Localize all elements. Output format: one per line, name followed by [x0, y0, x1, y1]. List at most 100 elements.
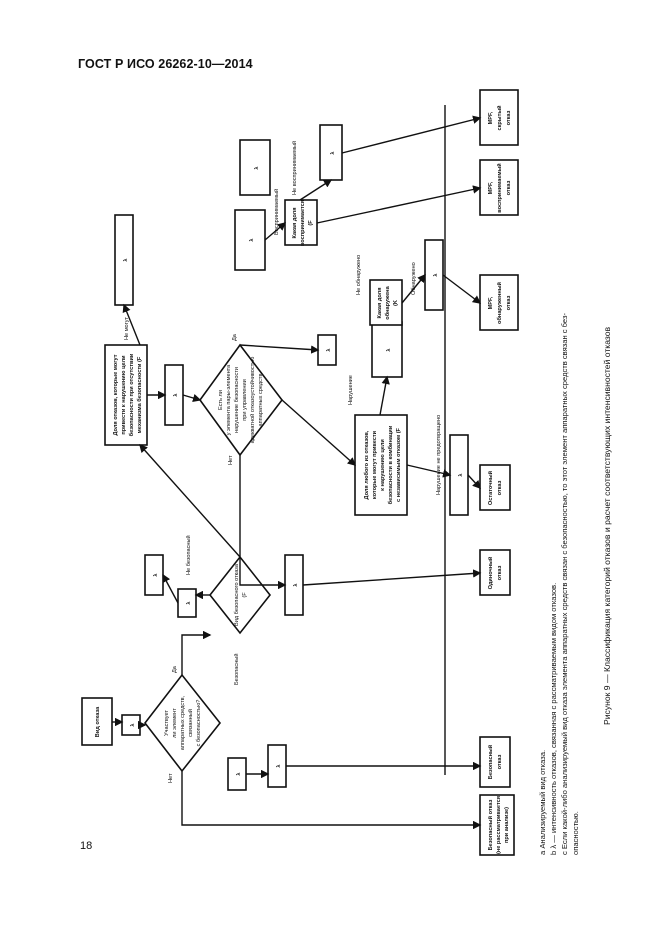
- footnote-c-line1: с Если какой-либо анализируемый вид отка…: [560, 313, 569, 855]
- svg-text:при анализе): при анализе): [504, 807, 510, 843]
- lambda-mpf-d-box: λ: [114, 214, 134, 306]
- svg-text:с независимым отказом (F: с независимым отказом (F: [396, 427, 402, 502]
- edge-label-not-perceived: Не воспринимаемый: [291, 141, 298, 195]
- svg-text:Какая доля: Какая доля: [292, 208, 298, 239]
- svg-text:Есть ли: Есть ли: [218, 390, 224, 410]
- edge-label-yes: Да: [172, 665, 178, 673]
- connectors: [112, 105, 482, 830]
- svg-text:Доля отказов, которые могут: Доля отказов, которые могут: [113, 354, 119, 435]
- svg-text:при управлении: при управлении: [242, 379, 248, 420]
- svg-text:Какая доля: Какая доля: [377, 288, 383, 319]
- mpf-perceive-box: Какая доля воспринимается (F: [284, 199, 318, 246]
- document-header: ГОСТ Р ИСО 26262-10—2014: [78, 57, 253, 71]
- outcome-mpf-perceived: МРF, воспринимаемый отказ: [479, 159, 519, 216]
- page-number: 18: [80, 840, 93, 852]
- svg-text:безопасности в комбинации: безопасности в комбинации: [387, 425, 394, 504]
- svg-text:обнаруженный: обнаруженный: [496, 282, 503, 324]
- svg-text:привести к нарушению цели: привести к нарушению цели: [121, 355, 127, 435]
- svg-text:с безопасностью?: с безопасностью?: [196, 700, 202, 747]
- svg-text:отказ: отказ: [497, 565, 503, 580]
- svg-text:адекватной отказоустойчивостью: адекватной отказоустойчивостью: [249, 357, 256, 444]
- outcome-mpf-detected: МРF, обнаруженный отказ: [479, 274, 519, 331]
- svg-text:(F: (F: [242, 592, 248, 598]
- svg-text:λ: λ: [236, 772, 242, 776]
- svg-text:МРF,: МРF,: [488, 181, 494, 194]
- lambda-mpf-dd-box: λ: [424, 239, 444, 311]
- lambda-nsr-box: λ: [227, 757, 247, 791]
- svg-text:(K: (K: [393, 300, 399, 306]
- svg-text:отказ: отказ: [506, 295, 512, 310]
- svg-text:Вид отказа: Вид отказа: [95, 706, 101, 737]
- outcome-no-effect: Безопасный отказ (не рассматривается при…: [479, 794, 515, 856]
- lambda-spf-box: λ: [284, 554, 304, 616]
- svg-text:λ: λ: [433, 273, 439, 277]
- svg-text:отказ: отказ: [506, 110, 512, 125]
- edge-label-detected: Обнаружено: [411, 262, 417, 295]
- footnote-c-line2: опасностью.: [571, 811, 580, 855]
- rf-residual-box: Доля любого из отказов, которые могут пр…: [354, 414, 408, 516]
- svg-text:λ: λ: [186, 601, 192, 605]
- svg-text:λ: λ: [386, 348, 392, 352]
- svg-text:Безопасный: Безопасный: [487, 744, 494, 779]
- lambda-mpf-pp-box: λ: [239, 139, 271, 196]
- svg-text:обнаружена: обнаружена: [384, 285, 391, 319]
- svg-text:скрытый: скрытый: [496, 105, 503, 131]
- svg-text:нарушение безопасности: нарушение безопасности: [234, 367, 240, 433]
- footnote-b: b λ — интенсивность отказов, связанная с…: [549, 583, 558, 855]
- svg-text:воспринимаемый: воспринимаемый: [496, 163, 503, 213]
- edge-label-violate-no-prevent: Нарушение не предотвращено: [436, 415, 442, 495]
- outcome-safe-fault: Безопасный отказ: [479, 736, 511, 788]
- lambda-box: λ: [121, 714, 141, 736]
- svg-text:λ: λ: [326, 348, 332, 352]
- edge-label-no: Нет: [168, 773, 174, 783]
- lambda-safe-box: λ: [267, 744, 287, 788]
- svg-text:λ: λ: [153, 573, 159, 577]
- svg-text:Безопасный отказ: Безопасный отказ: [487, 799, 494, 850]
- svg-text:воспринимается: воспринимается: [300, 200, 306, 246]
- svg-text:(не рассматривается: (не рассматривается: [496, 796, 502, 854]
- svg-text:которые могут привести: которые могут привести: [372, 430, 378, 499]
- svg-text:отказ: отказ: [506, 180, 512, 195]
- figure-caption: Рисунок 9 — Классификация категорий отка…: [602, 326, 612, 725]
- svg-text:Доля любого из отказов,: Доля любого из отказов,: [363, 430, 370, 499]
- edge-label-no-2: Нет: [228, 455, 234, 465]
- svg-text:аппаратных средств: аппаратных средств: [258, 374, 264, 427]
- svg-text:λ: λ: [276, 764, 282, 768]
- svg-text:λ: λ: [293, 583, 299, 587]
- decision-safe-fraction: Вид безопасного отказа (F: [208, 555, 272, 635]
- svg-text:безопасности при отсутствии: безопасности при отсутствии: [128, 353, 135, 436]
- svg-text:у элемента пары-элемента: у элемента пары-элемента: [226, 364, 232, 435]
- svg-text:λ: λ: [458, 473, 464, 477]
- svg-text:Вид безопасного отказа: Вид безопасного отказа: [234, 563, 240, 626]
- edge-label-violate: Нарушение: [348, 375, 354, 405]
- svg-text:МРF,: МРF,: [488, 296, 494, 309]
- lambda-rf-spf-box: λ: [164, 364, 184, 426]
- edge-label-can-lead: Не могут: [124, 317, 130, 340]
- outcome-single-fault: Одиночный отказ: [479, 549, 511, 596]
- lambda-fsafe-box: λ: [144, 554, 164, 596]
- outcome-mpf-latent: МРF, скрытый отказ: [479, 89, 519, 146]
- svg-text:отказ: отказ: [497, 480, 503, 495]
- svg-text:к нарушению цели: к нарушению цели: [380, 439, 386, 491]
- edge-label-yes-2: Да: [232, 333, 238, 341]
- lambda-mpf-l-box: λ: [319, 124, 343, 181]
- edge-label-not-safe: Не безопасный: [185, 535, 192, 575]
- edge-label-perceived: Воспринимаемый: [273, 189, 280, 235]
- decision-safety-mechanism: Есть ли у элемента пары-элемента нарушен…: [199, 343, 284, 457]
- mpf-detect-box: Какая доля обнаружена (K: [369, 279, 403, 326]
- svg-text:λ: λ: [254, 166, 260, 170]
- svg-text:механизма безопасности (F: механизма безопасности (F: [136, 356, 143, 433]
- svg-text:связанный: связанный: [187, 709, 194, 737]
- decision-safety-related: Участвует ли элемент аппаратных средств,…: [143, 673, 222, 773]
- lambda-hw-box: λ: [177, 588, 197, 618]
- outcome-residual-fault: Остаточный отказ: [479, 464, 511, 511]
- edge-label-not-detected: Не обнаружено: [356, 255, 362, 295]
- svg-text:Остаточный: Остаточный: [487, 470, 494, 505]
- lambda-rf-d-box: λ: [449, 434, 469, 516]
- svg-text:Одиночный: Одиночный: [487, 556, 494, 589]
- lambda-rf-box: λ: [317, 334, 337, 366]
- svg-text:МРF,: МРF,: [488, 111, 494, 124]
- rf-fraction-box: Доля отказов, которые могут привести к н…: [104, 344, 148, 446]
- svg-text:Участвует: Участвует: [164, 710, 170, 736]
